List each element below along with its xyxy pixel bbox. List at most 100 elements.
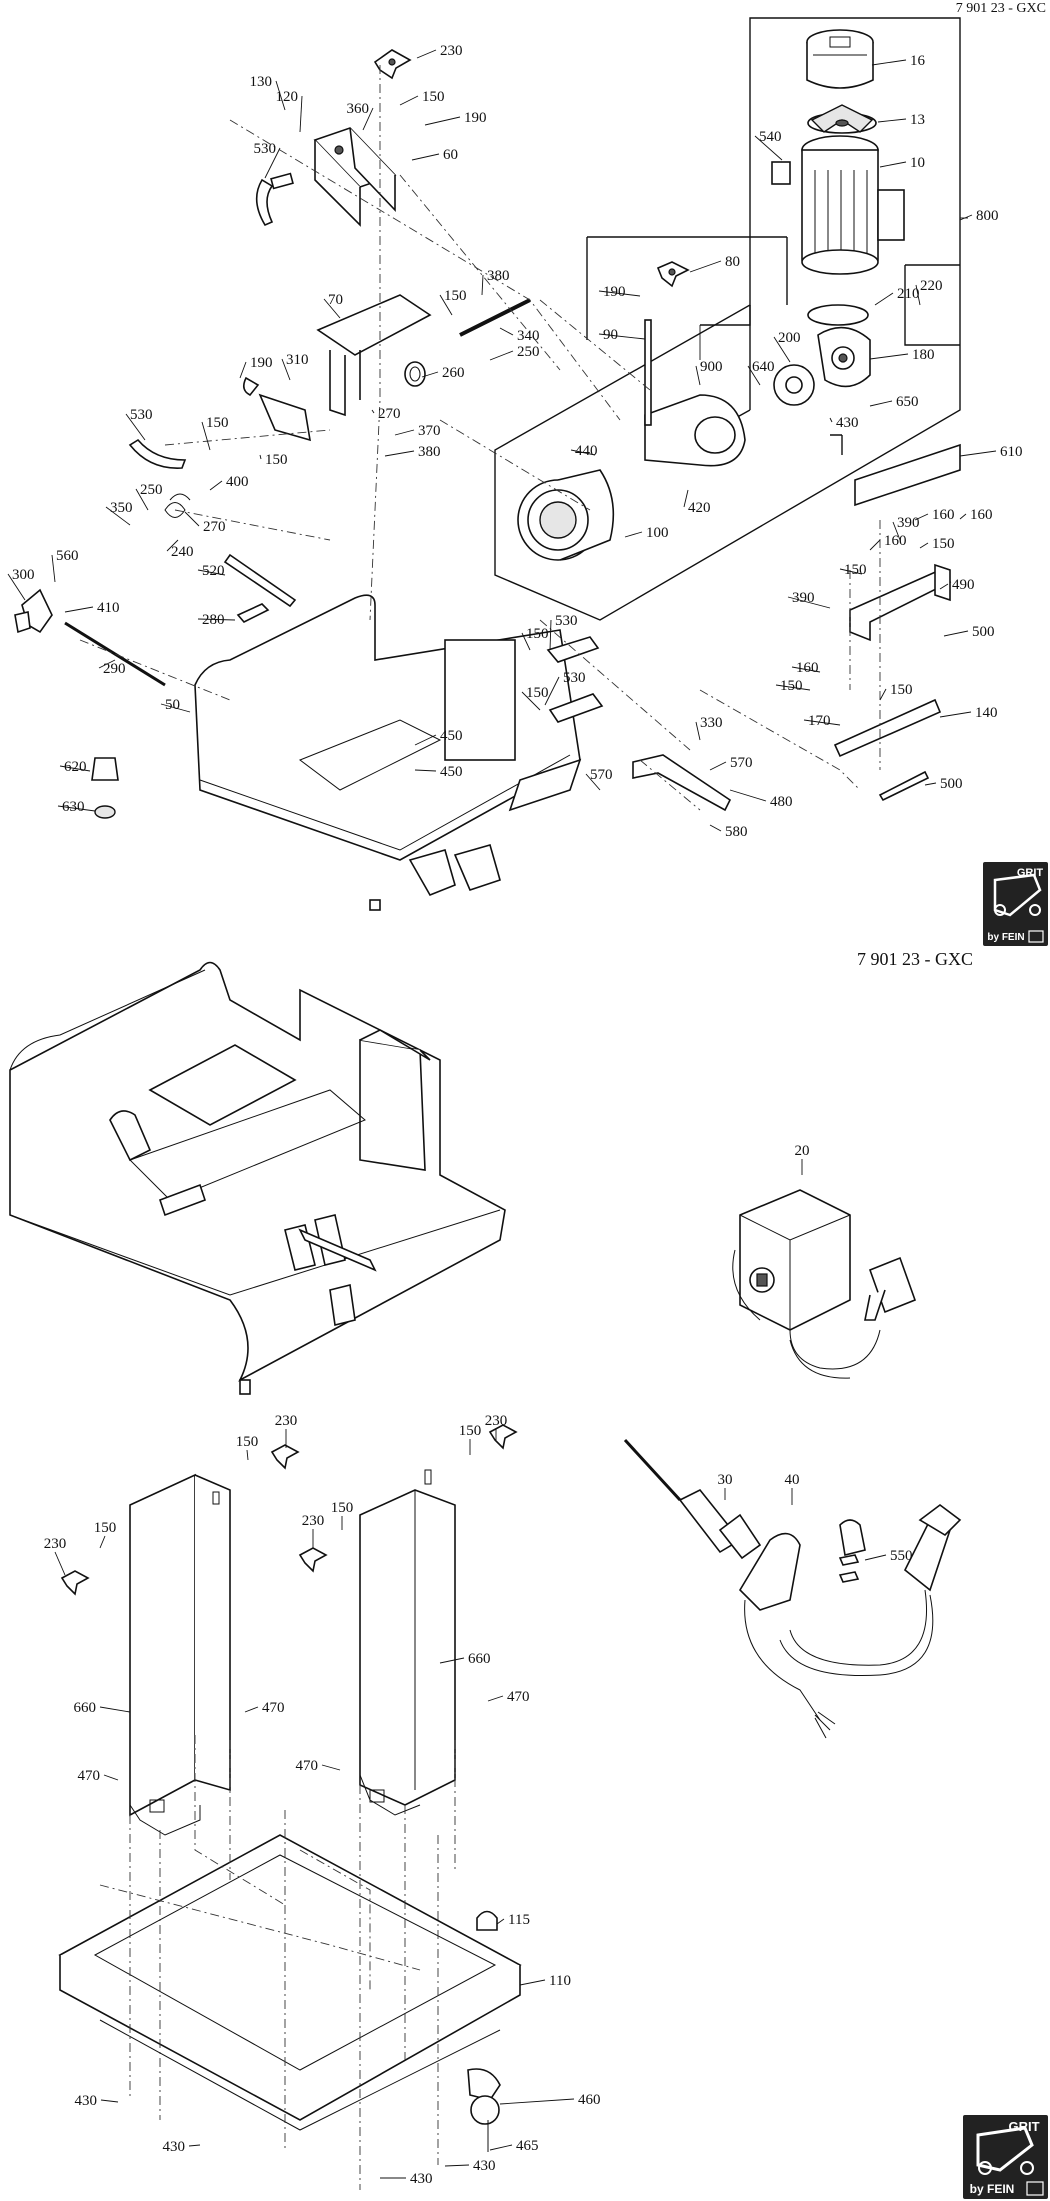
callout-label: 660: [468, 1651, 491, 1667]
callout-label: 430: [473, 2158, 496, 2174]
lever-300: [14, 588, 53, 634]
callout-leader: [943, 630, 969, 637]
callout-leader: [481, 274, 484, 296]
callout-leader: [914, 513, 929, 521]
motor-body: [771, 135, 905, 275]
callout-leader: [496, 1918, 505, 1925]
callout-label: 410: [97, 600, 120, 616]
callout-leader: [959, 513, 967, 520]
rod-290: [64, 621, 166, 687]
callout-leader: [201, 421, 211, 451]
callout-leader: [695, 721, 701, 741]
callout-label: 230: [302, 1513, 325, 1529]
assembled-view: [9, 961, 506, 1395]
callout-leader: [787, 596, 831, 609]
star-knob-lower-3: [60, 1570, 90, 1596]
callout-label: 80: [725, 254, 740, 270]
callout-leader: [871, 59, 907, 66]
callout-label: 300: [12, 567, 35, 583]
callout-leader: [51, 554, 56, 583]
callout-label: 70: [328, 292, 343, 308]
callout-leader: [105, 506, 131, 526]
base-plate: [58, 1834, 522, 2131]
callout-label: 330: [700, 715, 723, 731]
caster-wheel: [467, 2068, 501, 2152]
callout-label: 430: [836, 415, 859, 431]
callout-label: 150: [780, 678, 803, 694]
callout-label: 500: [940, 776, 963, 792]
callout-label: 660: [74, 1700, 97, 1716]
callout-leader: [544, 676, 560, 706]
callout-label: 110: [549, 1973, 571, 1989]
callout-leader: [709, 824, 722, 832]
callout-label: 470: [262, 1700, 285, 1716]
callout-leader: [64, 606, 94, 613]
callout-label: 230: [440, 43, 463, 59]
callout-leader: [244, 1706, 259, 1713]
callout-leader: [869, 539, 881, 551]
callout-label: 16: [910, 53, 926, 69]
callout-leader: [99, 1535, 106, 1549]
callout-label: 150: [444, 288, 467, 304]
callout-label: 800: [976, 208, 999, 224]
callout-leader: [939, 583, 949, 590]
callout-label: 250: [140, 482, 163, 498]
clamp-lever: [242, 376, 311, 442]
callout-label: 270: [378, 406, 401, 422]
callout-label: 190: [603, 284, 626, 300]
callout-label: 430: [410, 2171, 433, 2187]
callout-leader: [959, 214, 973, 221]
callout-label: 370: [418, 423, 441, 439]
assembly-lines-bottom: [99, 1735, 456, 2190]
callout-leader: [585, 773, 601, 791]
svg-text:GRIT: GRIT: [1008, 2119, 1039, 2134]
callout-leader: [135, 488, 149, 511]
callout-label: 470: [78, 1768, 101, 1784]
callout-leader: [57, 805, 96, 812]
callout-label: 230: [44, 1536, 67, 1552]
callout-label: 310: [286, 352, 309, 368]
callout-leader: [598, 290, 641, 297]
callout-label: 230: [485, 1413, 508, 1429]
callout-label: 150: [331, 1500, 354, 1516]
callout-label: 60: [443, 147, 458, 163]
callout-label: 630: [62, 799, 85, 815]
callout-label: 220: [920, 278, 943, 294]
callout-label: 440: [575, 443, 598, 459]
callout-leader: [689, 260, 722, 273]
callout-leader: [499, 327, 514, 336]
callout-leader: [384, 450, 415, 457]
callout-label: 520: [202, 563, 225, 579]
callout-label: 540: [759, 129, 782, 145]
callout-label: 150: [932, 536, 955, 552]
callout-leader: [775, 684, 811, 691]
switch-box: [732, 1189, 917, 1379]
callout-label: 90: [603, 327, 618, 343]
contact-wheel: [517, 469, 615, 561]
support-bracket: [316, 294, 432, 417]
callout-leader: [275, 80, 286, 111]
callout-leader: [416, 49, 437, 59]
callout-leader: [166, 539, 179, 552]
callout-label: 160: [932, 507, 955, 523]
callout-leader: [879, 688, 887, 701]
callout-label: 430: [75, 2093, 98, 2109]
callout-label: 260: [442, 365, 465, 381]
callout-leader: [103, 1774, 119, 1781]
star-knob-lower-4: [298, 1547, 328, 1573]
star-knob-80: [656, 261, 690, 288]
plate-610: [854, 443, 961, 507]
callout-label: 150: [265, 452, 288, 468]
callout-leader: [892, 521, 901, 541]
callout-label: 390: [897, 515, 920, 531]
assembly-lines-top: [79, 65, 881, 811]
fan-wheel: [807, 104, 877, 134]
motor-flange: [807, 304, 871, 388]
callout-leader: [521, 691, 541, 711]
strip-140: [878, 770, 930, 802]
callout-label: 140: [975, 705, 998, 721]
callout-label: 160: [884, 533, 907, 549]
guide-rail: [223, 553, 297, 623]
callout-label: 20: [795, 1143, 810, 1159]
belt-guard: [644, 319, 746, 467]
